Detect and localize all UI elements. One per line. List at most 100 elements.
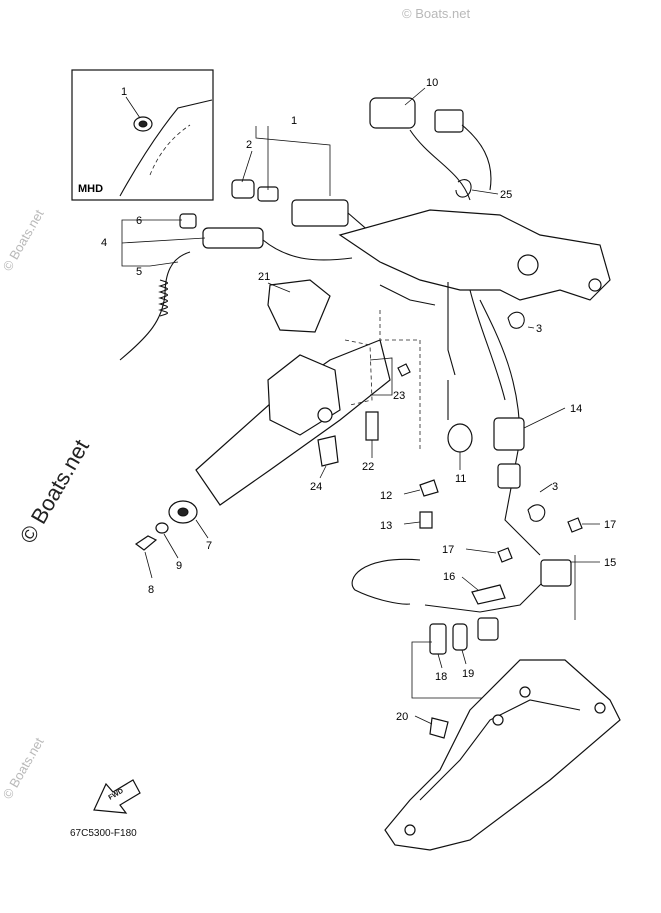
callout-4: 4	[101, 237, 107, 249]
stop-switch-wire	[262, 239, 353, 261]
leader-14	[523, 407, 566, 429]
callout-1: 1	[291, 115, 297, 127]
bracket-boss-2	[588, 278, 602, 292]
callout-14: 14	[570, 403, 582, 415]
part-13-bolt	[419, 511, 433, 529]
casing-hole-2	[492, 714, 504, 726]
part-3-lower: 3	[527, 481, 558, 522]
callout-25: 25	[500, 189, 512, 201]
part-20-label	[429, 717, 449, 739]
harness-wire-5	[424, 579, 546, 613]
inset-panel-edge	[119, 99, 213, 197]
callout-17b: 17	[442, 544, 454, 556]
callout-23: 23	[393, 390, 405, 402]
part-10-wire-2	[461, 124, 492, 191]
callout-2: 2	[246, 139, 252, 151]
callout-5: 5	[136, 266, 142, 278]
callout-22: 22	[362, 461, 374, 473]
main-switch-group: 1 2	[231, 115, 391, 246]
leader-10	[404, 87, 426, 106]
part-25-clamp	[455, 179, 472, 198]
part-6-cap	[179, 213, 197, 229]
casing-hole-4	[404, 824, 416, 836]
hidden-line-12	[379, 310, 421, 450]
upper-bracket	[338, 209, 611, 301]
grip-group: 7 9 8	[134, 500, 212, 596]
harness-loop	[351, 558, 421, 605]
fwd-arrow-icon: FWD	[93, 779, 141, 814]
callout-11: 11	[455, 473, 466, 485]
part-24-clip	[317, 435, 339, 467]
inset-part-1-hole	[138, 120, 148, 128]
part-15-relay	[540, 559, 572, 587]
casing-hole-3	[594, 702, 606, 714]
lower-casing: 20	[384, 659, 621, 851]
part-16-bracket	[471, 584, 506, 605]
casing-hole-1	[519, 686, 531, 698]
callout-20: 20	[396, 711, 408, 723]
hidden-plate	[344, 339, 373, 406]
leader-19	[461, 649, 467, 665]
leader-5	[149, 261, 179, 267]
part-14-plug	[497, 463, 521, 489]
part-12-terminal	[419, 479, 439, 497]
part-11-group: 11	[447, 380, 473, 485]
parts-15-17: 15 17 17 16	[442, 517, 616, 620]
part-14-connector	[493, 417, 525, 451]
part-10-wire	[409, 129, 471, 201]
inset-leader-1	[125, 96, 141, 119]
part-3-upper: 3	[507, 311, 542, 335]
leader-23-bracket	[369, 357, 393, 396]
part-3-clip	[507, 311, 525, 329]
part-25-group: 25	[455, 179, 512, 201]
harness-wire-3	[469, 289, 506, 401]
part-2-cap	[231, 179, 255, 199]
part-14-group: 14	[493, 403, 582, 489]
callout-10: 10	[426, 77, 438, 89]
part-10-connector	[369, 97, 416, 129]
harness-wire-2	[447, 282, 456, 376]
part-10-group: 10	[369, 77, 492, 201]
part-7-grip-hole	[177, 507, 189, 517]
leader-13	[403, 521, 421, 525]
inset-frame	[71, 69, 214, 201]
leader-7	[195, 519, 209, 539]
callout-24: 24	[310, 481, 322, 493]
callout-15: 15	[604, 557, 616, 569]
leader-18	[437, 653, 443, 669]
drawing-code: 67C5300-F180	[70, 828, 137, 839]
bracket-parts-22-24: 23 22 24	[310, 339, 411, 493]
callout-3b: 3	[552, 481, 558, 493]
callout-16: 16	[443, 571, 455, 583]
tiller-bolt	[317, 407, 333, 423]
lanyard-coil	[158, 279, 169, 317]
part-10-plug	[434, 109, 464, 133]
part-23-screw	[397, 363, 411, 377]
leader-8	[144, 551, 153, 579]
part-17b-screw	[497, 547, 513, 563]
part-22-bracket	[365, 411, 379, 441]
callout-6: 6	[136, 215, 142, 227]
leader-3b	[539, 483, 553, 493]
watermark-left-bottom: © Boats.net	[0, 735, 47, 802]
bracket-body	[338, 209, 611, 301]
parts-12-13: 12 13	[379, 310, 439, 532]
leader-24	[319, 465, 327, 479]
callout-7: 7	[206, 540, 212, 552]
part-19-seal	[452, 623, 468, 651]
leader-9	[163, 533, 179, 559]
callout-13: 13	[380, 520, 392, 532]
inset-callout-1: 1	[121, 86, 127, 98]
leader-12	[403, 489, 421, 495]
lower-casing-inner	[419, 699, 581, 801]
bracket-boss	[517, 254, 539, 276]
mhd-inset: 1 MHD	[71, 69, 214, 201]
callout-3: 3	[536, 323, 542, 335]
leader-16	[461, 576, 479, 591]
part-8-screw	[134, 535, 158, 551]
part-1-switch-body	[291, 199, 349, 227]
inset-hidden-line	[149, 124, 191, 176]
leader-20	[414, 715, 433, 725]
part-4-switch	[202, 227, 264, 249]
